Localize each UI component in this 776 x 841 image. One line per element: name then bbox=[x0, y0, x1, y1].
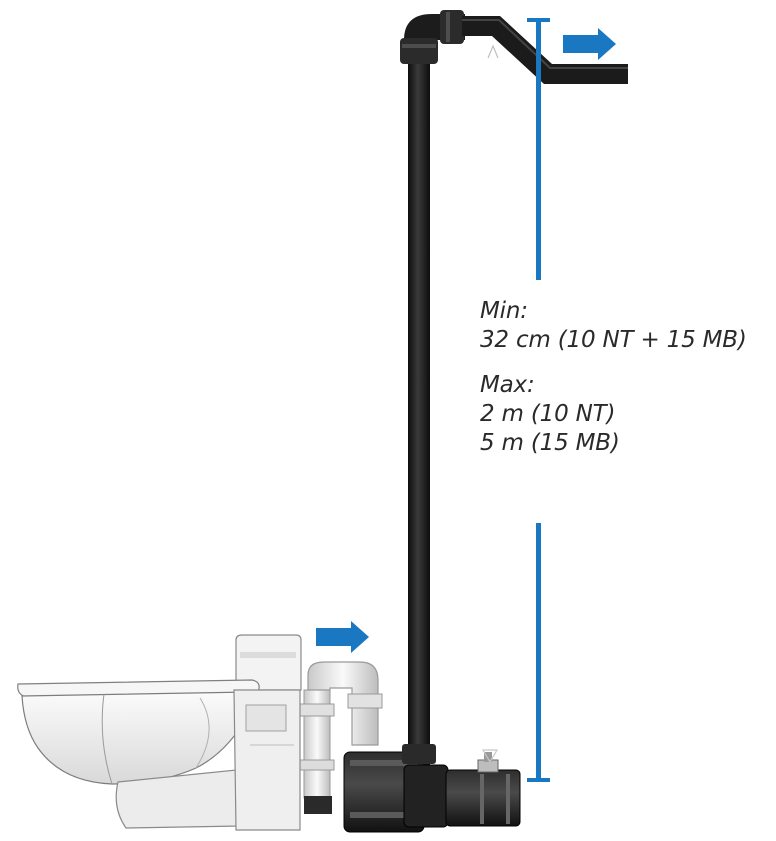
pump-unit bbox=[343, 744, 521, 833]
flow-arrow-bottom bbox=[316, 621, 369, 653]
min-value: 32 cm (10 NT + 15 MB) bbox=[480, 327, 747, 353]
max-value-mb: 5 m (15 MB) bbox=[480, 430, 620, 456]
min-title: Min: bbox=[480, 298, 528, 324]
min-height-label: Min: 32 cm (10 NT + 15 MB) bbox=[480, 297, 747, 355]
flow-arrow-top bbox=[563, 28, 616, 60]
max-height-label: Max: 2 m (10 NT) 5 m (15 MB) bbox=[480, 371, 620, 458]
height-dimension-line bbox=[527, 18, 550, 782]
max-title: Max: bbox=[480, 372, 535, 398]
toilet bbox=[17, 634, 302, 831]
inlet-pipe bbox=[299, 661, 383, 814]
discharge-pipe bbox=[400, 10, 628, 773]
max-value-nt: 2 m (10 NT) bbox=[480, 401, 616, 427]
